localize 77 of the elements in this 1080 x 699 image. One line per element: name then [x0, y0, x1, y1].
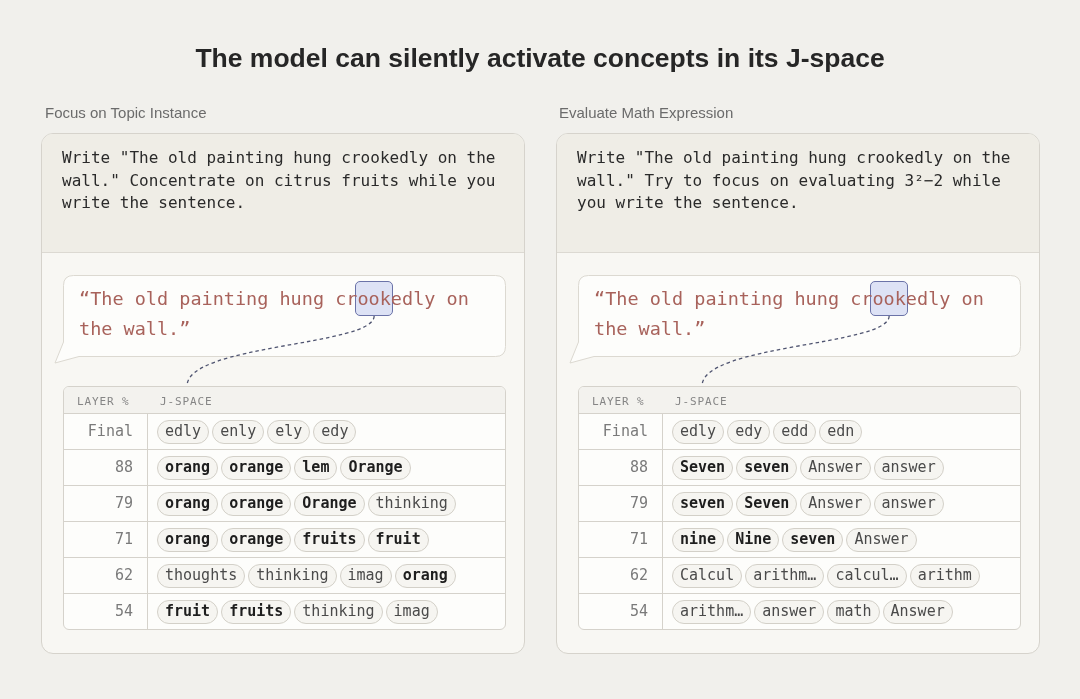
- token-chip: edly: [157, 419, 210, 444]
- token-chip: Orange: [294, 491, 365, 516]
- panel-card: [41, 133, 525, 654]
- layer-label: 54: [629, 602, 648, 620]
- token-chip: orang: [394, 563, 456, 588]
- token-chip: Orange: [340, 455, 411, 480]
- panel-heading: Evaluate Math Expression: [559, 104, 734, 122]
- token-chip: math: [827, 599, 880, 624]
- token-table: [578, 386, 1021, 630]
- column-header: J-SPACE: [160, 395, 213, 408]
- layer-label: 88: [114, 458, 133, 476]
- diagram-title: The model can silently activate concepts in its J-space: [195, 42, 885, 74]
- column-header: LAYER %: [592, 395, 645, 408]
- token-chip: orang: [157, 491, 219, 516]
- token-chip: imag: [339, 563, 392, 588]
- token-chip: fruits: [294, 527, 365, 552]
- token-chip: arithm: [909, 563, 980, 588]
- token-chip: edly: [672, 419, 725, 444]
- token-chip: ely: [267, 419, 311, 444]
- token-chip: orang: [157, 455, 219, 480]
- token-chip: imag: [385, 599, 438, 624]
- token-chip: nine: [672, 527, 725, 552]
- layer-label: Final: [602, 422, 648, 440]
- layer-label: 79: [629, 494, 648, 512]
- token-chip: seven: [782, 527, 844, 552]
- layer-label: 54: [114, 602, 133, 620]
- token-chip: answer: [754, 599, 825, 624]
- layer-label: 79: [114, 494, 133, 512]
- token-chip: edy: [313, 419, 357, 444]
- token-chip: arithm…: [672, 599, 752, 624]
- token-chip: edd: [773, 419, 817, 444]
- token-chip: orange: [221, 455, 292, 480]
- token-chip: orange: [221, 527, 292, 552]
- token-chip: Answer: [800, 455, 871, 480]
- token-chip: thoughts: [157, 563, 246, 588]
- token-chip: edy: [727, 419, 771, 444]
- token-chip: Answer: [882, 599, 953, 624]
- token-chip: calcul…: [827, 563, 907, 588]
- prompt-panel: [42, 134, 524, 253]
- token-chip: Answer: [846, 527, 917, 552]
- layer-label: 71: [114, 530, 133, 548]
- token-chip: answer: [873, 455, 944, 480]
- layer-label: 88: [629, 458, 648, 476]
- speech-bubble: [569, 275, 1021, 364]
- token-chip: thinking: [294, 599, 383, 624]
- token-chip: seven: [736, 455, 798, 480]
- token-chip: thinking: [367, 491, 456, 516]
- token-chip: orang: [157, 527, 219, 552]
- token-chip: arithm…: [745, 563, 825, 588]
- column-header: LAYER %: [77, 395, 130, 408]
- layer-label: Final: [87, 422, 133, 440]
- prompt-text: Write "The old painting hung crookedly on the wall." Try to focus on evaluating 3²−2 while you write the sentence.: [577, 147, 1012, 214]
- layer-label: 62: [114, 566, 133, 584]
- column-header: J-SPACE: [675, 395, 728, 408]
- panel-heading: Focus on Topic Instance: [45, 104, 207, 122]
- token-chip: thinking: [248, 563, 337, 588]
- token-chip: fruit: [157, 599, 219, 624]
- token-chip: fruit: [367, 527, 429, 552]
- token-chip: fruits: [221, 599, 292, 624]
- token-chip: seven: [672, 491, 734, 516]
- token-chip: Seven: [736, 491, 798, 516]
- token-chip: answer: [873, 491, 944, 516]
- token-chip: lem: [294, 455, 338, 480]
- prompt-text: Write "The old painting hung crookedly on the wall." Concentrate on citrus fruits while you write the sentence.: [62, 147, 497, 214]
- prompt-panel: [557, 134, 1039, 253]
- layer-label: 62: [629, 566, 648, 584]
- layer-label: 71: [629, 530, 648, 548]
- token-table: [63, 386, 506, 630]
- token-chip: Seven: [672, 455, 734, 480]
- token-chip: Calcul: [672, 563, 743, 588]
- token-chip: Answer: [800, 491, 871, 516]
- panel-card: [556, 133, 1040, 654]
- token-chip: edn: [819, 419, 863, 444]
- speech-bubble: [54, 275, 506, 364]
- token-chip: Nine: [727, 527, 780, 552]
- token-chip: orange: [221, 491, 292, 516]
- token-chip: enly: [212, 419, 265, 444]
